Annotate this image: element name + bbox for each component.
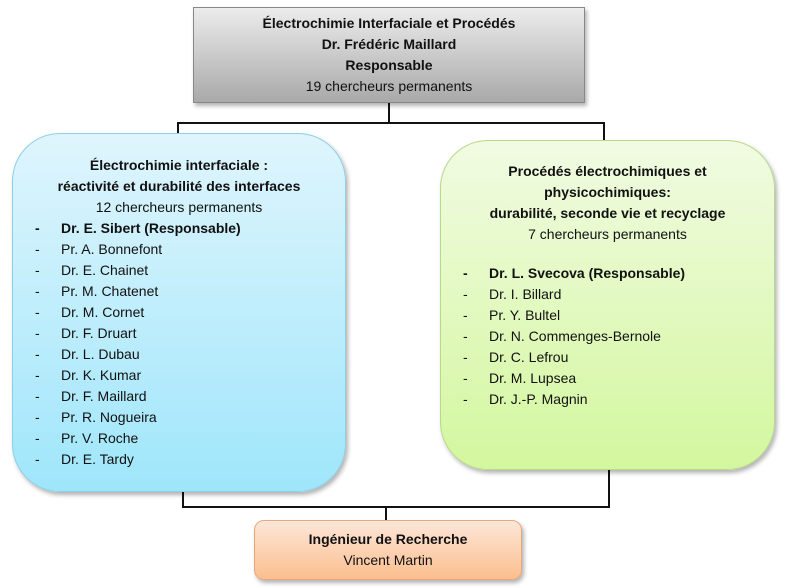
member-name: Dr. E. Tardy (61, 451, 134, 467)
member-item: - Dr. E. Chainet (13, 260, 345, 281)
member-name: Dr. I. Billard (489, 286, 562, 302)
member-list: - Dr. E. Sibert (Responsable) - Pr. A. Bonn… (13, 218, 345, 470)
member-name: Pr. V. Roche (61, 430, 139, 446)
member-item: - Dr. E. Tardy (13, 449, 345, 470)
dash-bullet: - (463, 307, 468, 323)
connector (388, 103, 390, 123)
member-item: - Dr. M. Cornet (13, 302, 345, 323)
department-title: Électrochimie Interfaciale et Procédés (262, 15, 516, 31)
member-name: Pr. R. Nogueira (61, 409, 157, 425)
member-name: Dr. M. Lupsea (489, 370, 577, 386)
member-name: Dr. N. Commenges-Bernole (489, 328, 661, 344)
member-name: Dr. E. Sibert (Responsable) (61, 220, 241, 236)
member-item: - Pr. R. Nogueira (13, 407, 345, 428)
connector (182, 506, 610, 508)
engineer-title: Ingénieur de Recherche (308, 531, 468, 547)
member-name: Dr. F. Druart (61, 325, 137, 341)
member-item: - Dr. N. Commenges-Bernole (441, 326, 774, 347)
member-item: - Dr. M. Lupsea (441, 368, 774, 389)
member-item: - Pr. Y. Bultel (441, 305, 774, 326)
member-item: - Pr. M. Chatenet (13, 281, 345, 302)
dash-bullet: - (35, 262, 40, 278)
team-title: durabilité, seconde vie et recyclage (489, 205, 726, 221)
connector (603, 122, 605, 141)
member-item: - Dr. K. Kumar (13, 365, 345, 386)
member-name: Dr. M. Cornet (61, 304, 145, 320)
member-name: Dr. J.-P. Magnin (489, 391, 588, 407)
member-name: Dr. L. Dubau (61, 346, 140, 362)
department-role: Responsable (345, 57, 433, 73)
member-name: Pr. M. Chatenet (61, 283, 159, 299)
member-item: - Dr. F. Druart (13, 323, 345, 344)
team-title: Électrochimie interfaciale : (89, 157, 269, 173)
dash-bullet: - (463, 349, 468, 365)
dash-bullet: - (35, 388, 40, 404)
member-item: - Pr. V. Roche (13, 428, 345, 449)
team-count: 7 chercheurs permanents (528, 226, 687, 242)
connector (177, 122, 605, 124)
member-item: - Dr. C. Lefrou (441, 347, 774, 368)
dash-bullet: - (463, 286, 468, 302)
dash-bullet: - (35, 241, 40, 257)
member-list: - Dr. L. Svecova (Responsable) - Dr. I. Bil… (441, 263, 774, 410)
member-item: - Dr. F. Maillard (13, 386, 345, 407)
member-item: - Dr. E. Sibert (Responsable) (13, 218, 345, 239)
member-name: Dr. F. Maillard (61, 388, 147, 404)
connector (608, 470, 610, 508)
member-name: Pr. Y. Bultel (489, 307, 561, 323)
connector (177, 122, 179, 134)
dash-bullet: - (463, 265, 468, 281)
engineer-name: Vincent Martin (343, 552, 433, 568)
team-processes-box: Procédés électrochimiques et physicochim… (440, 140, 775, 470)
team-title: Procédés électrochimiques et (508, 163, 707, 179)
team-title: réactivité et durabilité des interfaces (57, 178, 301, 194)
dash-bullet: - (35, 220, 40, 236)
member-item: - Dr. J.-P. Magnin (441, 389, 774, 410)
member-name: Dr. K. Kumar (61, 367, 142, 383)
member-name: Dr. L. Svecova (Responsable) (489, 265, 686, 281)
dash-bullet: - (35, 325, 40, 341)
member-item: - Pr. A. Bonnefont (13, 239, 345, 260)
team-interfaces-box: Électrochimie interfaciale : réactivité … (12, 133, 346, 492)
department-head: Dr. Frédéric Maillard (321, 36, 457, 52)
member-item: - Dr. L. Dubau (13, 344, 345, 365)
dash-bullet: - (35, 346, 40, 362)
dash-bullet: - (35, 451, 40, 467)
dash-bullet: - (463, 391, 468, 407)
dash-bullet: - (35, 304, 40, 320)
connector (385, 506, 387, 521)
team-title: physicochimiques: (544, 184, 671, 200)
dash-bullet: - (35, 409, 40, 425)
engineer-box: Ingénieur de Recherche Vincent Martin (254, 520, 522, 580)
dash-bullet: - (463, 370, 468, 386)
dash-bullet: - (35, 283, 40, 299)
department-box: Électrochimie Interfaciale et Procédés D… (193, 7, 585, 103)
dash-bullet: - (35, 430, 40, 446)
member-name: Dr. C. Lefrou (489, 349, 569, 365)
connector (182, 492, 184, 508)
member-item: - Dr. L. Svecova (Responsable) (441, 263, 774, 284)
member-item: - Dr. I. Billard (441, 284, 774, 305)
dash-bullet: - (35, 367, 40, 383)
department-count: 19 chercheurs permanents (305, 78, 473, 94)
member-name: Dr. E. Chainet (61, 262, 149, 278)
dash-bullet: - (463, 328, 468, 344)
team-count: 12 chercheurs permanents (95, 199, 263, 215)
member-name: Pr. A. Bonnefont (61, 241, 163, 257)
